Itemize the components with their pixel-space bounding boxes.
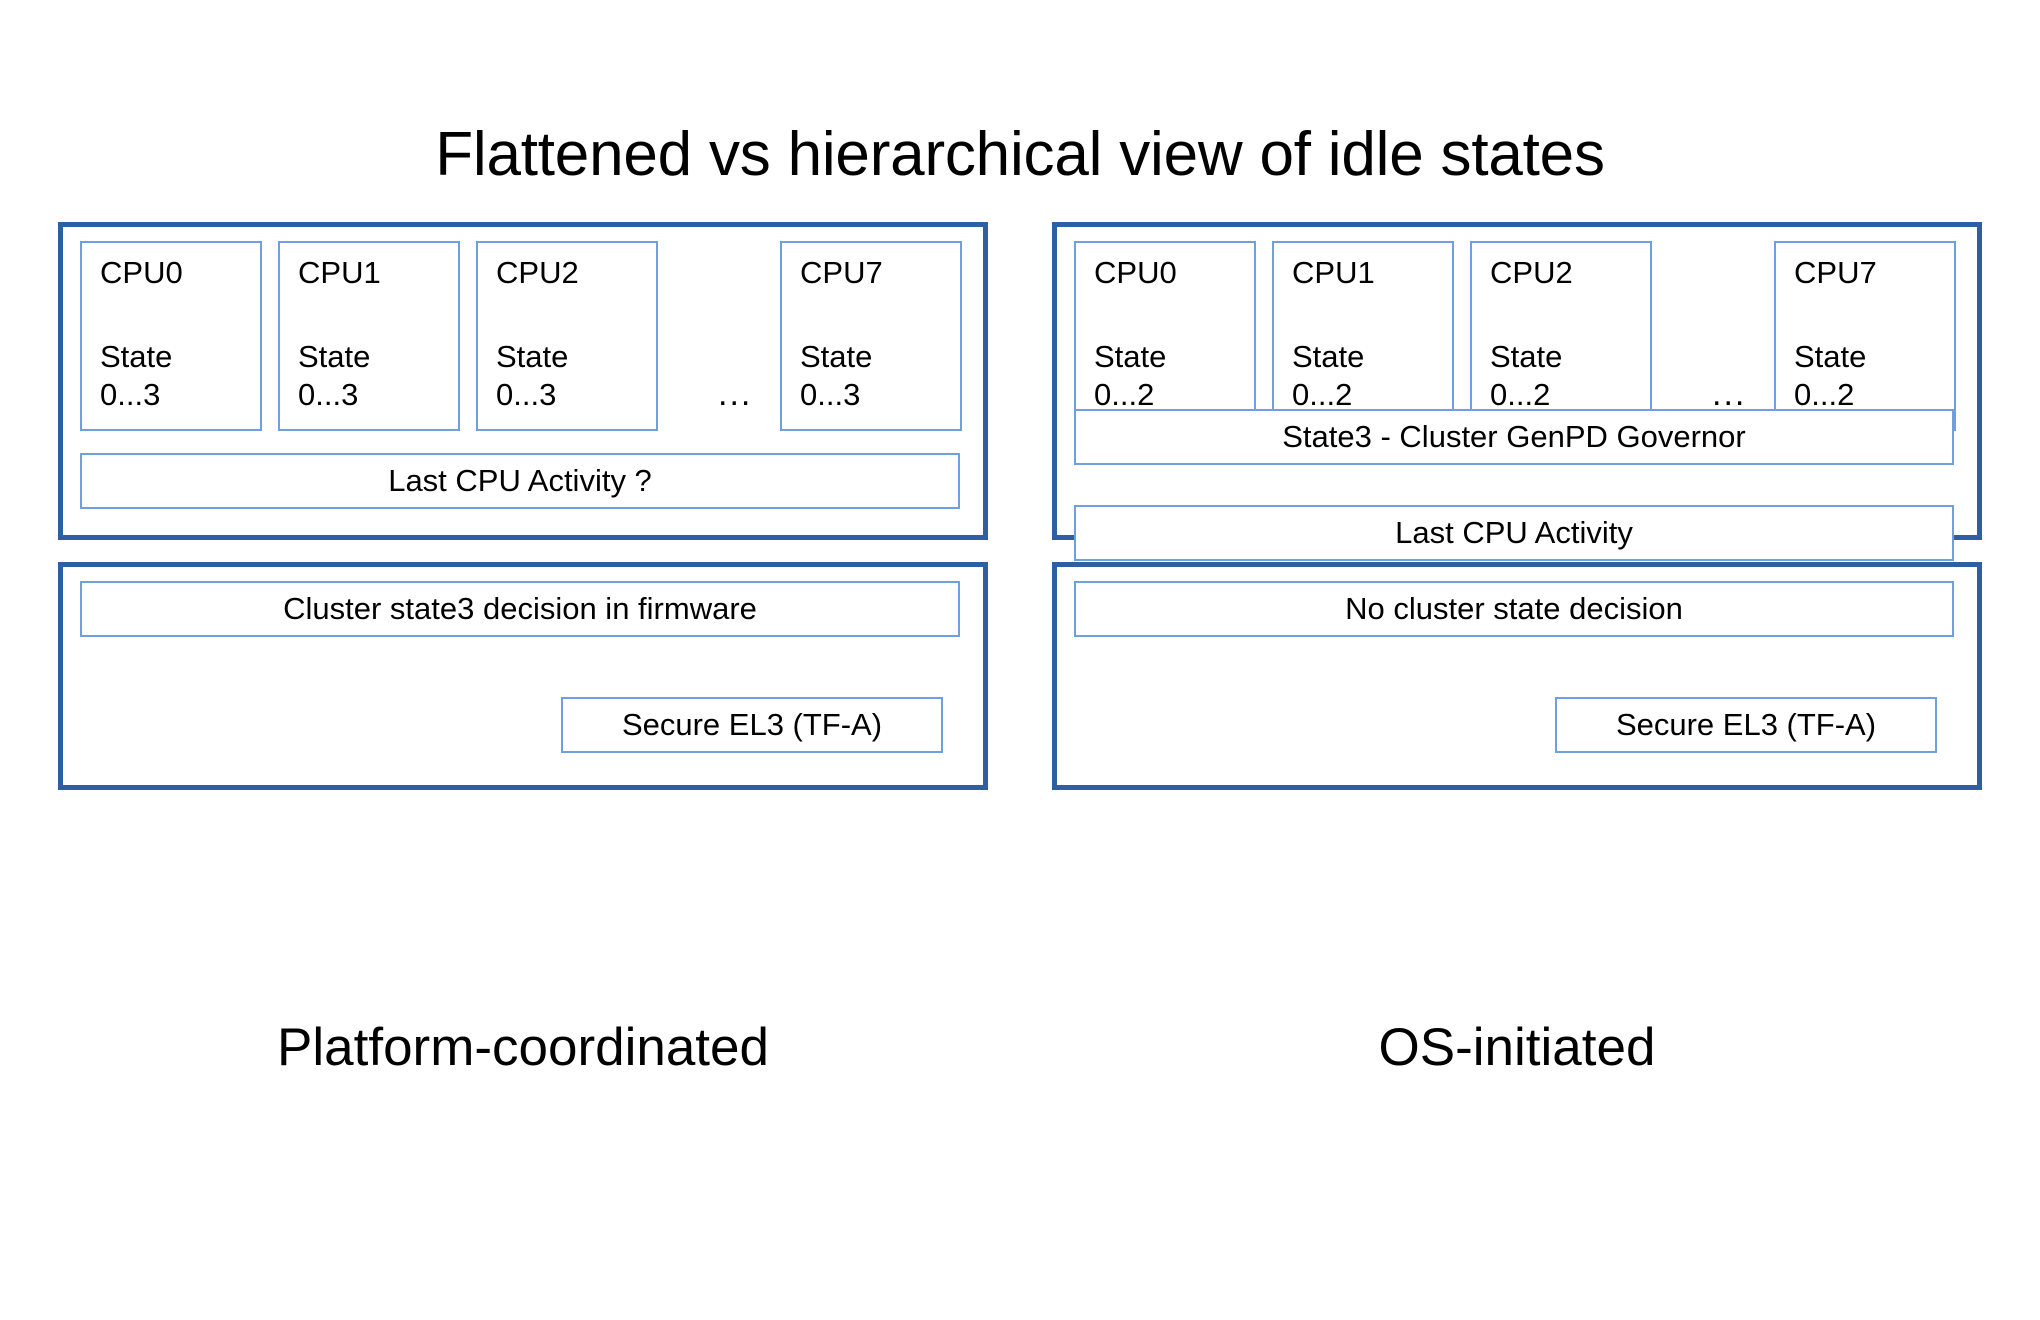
left-os-panel: CPU0 State 0...3 CPU1 State 0...3 CPU2 S… — [58, 222, 988, 678]
right-cpu1-name: CPU1 — [1292, 255, 1375, 290]
right-cpu7-state-label: State — [1794, 339, 1867, 374]
left-last-cpu-activity-bar[interactable]: Last CPU Activity ? — [80, 453, 960, 509]
left-cpu7-state: State 0...3 — [800, 338, 872, 414]
right-cpu0-state: State 0...2 — [1094, 338, 1166, 414]
left-cpu-ellipsis: ... — [718, 375, 753, 413]
left-cpu1-state-label: State — [298, 339, 371, 374]
left-cpu2-state-range: 0...3 — [496, 376, 557, 412]
right-cpu1-state-range: 0...2 — [1292, 376, 1353, 412]
left-cpu1-box[interactable]: CPU1 State 0...3 — [278, 241, 460, 431]
right-cpu0-name: CPU0 — [1094, 255, 1177, 290]
left-cpu0-name: CPU0 — [100, 255, 183, 290]
right-cpu2-state-label: State — [1490, 339, 1563, 374]
right-cpu2-state: State 0...2 — [1490, 338, 1562, 414]
left-cpu2-box[interactable]: CPU2 State 0...3 — [476, 241, 658, 431]
left-cpu7-state-label: State — [800, 339, 873, 374]
left-cpu2-name: CPU2 — [496, 255, 579, 290]
left-cpu2-state: State 0...3 — [496, 338, 568, 414]
right-cpu1-state-label: State — [1292, 339, 1365, 374]
right-cpu1-box[interactable]: CPU1 State 0...2 — [1272, 241, 1454, 431]
left-cpu0-state-label: State — [100, 339, 173, 374]
left-cpu7-name: CPU7 — [800, 255, 883, 290]
right-cpu0-box[interactable]: CPU0 State 0...2 — [1074, 241, 1256, 431]
left-cpu1-name: CPU1 — [298, 255, 381, 290]
left-secure-el3-label: Secure EL3 (TF-A) — [561, 697, 943, 753]
page-title: Flattened vs hierarchical view of idle s… — [435, 120, 1605, 189]
right-cpu7-name: CPU7 — [1794, 255, 1877, 290]
left-cpu0-state-range: 0...3 — [100, 376, 161, 412]
left-cpu7-state-range: 0...3 — [800, 376, 861, 412]
right-cpu1-state: State 0...2 — [1292, 338, 1364, 414]
left-cpu1-state: State 0...3 — [298, 338, 370, 414]
right-cpu7-state-range: 0...2 — [1794, 376, 1855, 412]
right-no-cluster-state-decision-bar[interactable]: No cluster state decision — [1074, 581, 1954, 637]
right-last-cpu-activity-bar[interactable]: Last CPU Activity — [1074, 505, 1954, 561]
left-cpu0-box[interactable]: CPU0 State 0...3 — [80, 241, 262, 431]
right-panel-caption: OS-initiated — [1378, 1018, 1656, 1077]
left-cpu0-state: State 0...3 — [100, 338, 172, 414]
left-cpu1-state-range: 0...3 — [298, 376, 359, 412]
right-cpu2-state-range: 0...2 — [1490, 376, 1551, 412]
right-cpu0-state-range: 0...2 — [1094, 376, 1155, 412]
right-cpu2-box[interactable]: CPU2 State 0...2 — [1470, 241, 1652, 431]
right-cpu-ellipsis: ... — [1712, 375, 1747, 413]
right-cpu2-name: CPU2 — [1490, 255, 1573, 290]
right-cpu7-state: State 0...2 — [1794, 338, 1866, 414]
left-cpu2-state-label: State — [496, 339, 569, 374]
right-cpu7-box[interactable]: CPU7 State 0...2 — [1774, 241, 1956, 431]
right-cluster-genpd-governor-bar[interactable]: State3 - Cluster GenPD Governor — [1074, 409, 1954, 465]
left-firmware-panel: Cluster state3 decision in firmware Secu… — [58, 562, 988, 790]
right-os-panel: CPU0 State 0...2 CPU1 State 0...2 CPU2 S… — [1052, 222, 1982, 678]
right-firmware-panel: No cluster state decision Secure EL3 (TF… — [1052, 562, 1982, 790]
left-cpu7-box[interactable]: CPU7 State 0...3 — [780, 241, 962, 431]
left-cluster-state-decision-bar[interactable]: Cluster state3 decision in firmware — [80, 581, 960, 637]
right-cpu0-state-label: State — [1094, 339, 1167, 374]
right-secure-el3-label: Secure EL3 (TF-A) — [1555, 697, 1937, 753]
left-panel-caption: Platform-coordinated — [277, 1018, 769, 1077]
